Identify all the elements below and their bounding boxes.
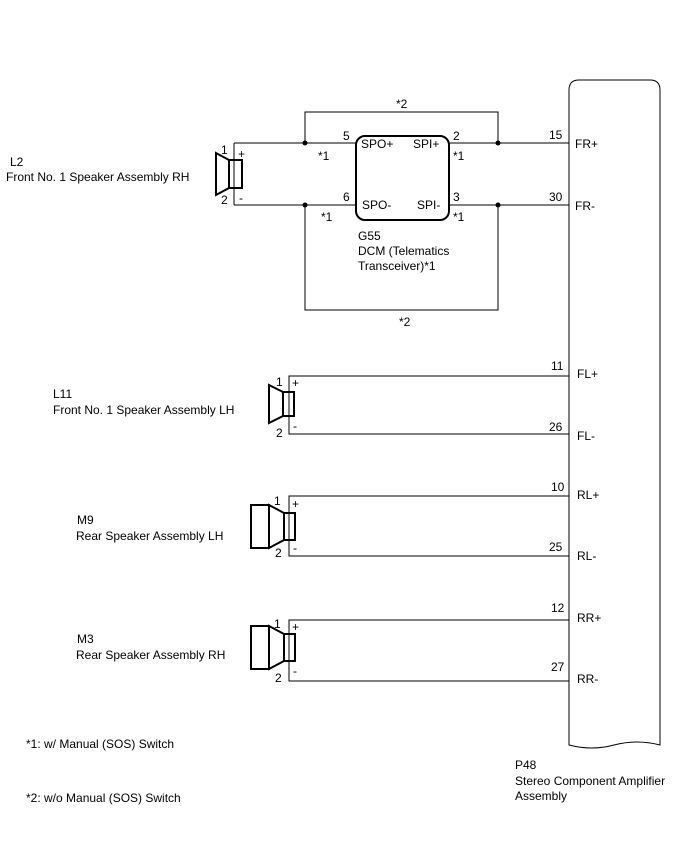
speaker-icon xyxy=(250,503,296,550)
speaker-code: L2 xyxy=(10,155,24,169)
wire-bypass-top xyxy=(304,111,499,143)
amp-signal: RR+ xyxy=(577,611,601,625)
polarity-mark: + xyxy=(292,620,299,634)
dcm-signal: SPO- xyxy=(362,198,391,212)
amp-signal: RL- xyxy=(577,549,596,563)
splice-dot xyxy=(495,140,501,146)
speaker-icon xyxy=(215,151,243,197)
speaker-icon xyxy=(250,624,296,671)
amp-pin: 30 xyxy=(549,190,563,204)
wire-m3 xyxy=(288,619,569,682)
dcm-name: Transceiver)*1 xyxy=(358,259,436,273)
speaker-name: Front No. 1 Speaker Assembly RH xyxy=(6,170,189,184)
polarity-mark: - xyxy=(239,191,243,205)
dcm-signal: SPI+ xyxy=(413,137,439,151)
amp-signal: RR- xyxy=(577,672,598,686)
polarity-mark: - xyxy=(293,664,297,678)
amp-signal: FR+ xyxy=(575,137,598,151)
dcm-pin: 5 xyxy=(343,129,350,143)
speaker-pin: 2 xyxy=(275,671,282,685)
polarity-mark: + xyxy=(292,497,299,511)
speaker-pin: 1 xyxy=(221,143,228,157)
polarity-mark: - xyxy=(293,541,297,555)
amp-pin: 26 xyxy=(549,420,563,434)
dcm-signal: SPO+ xyxy=(361,137,393,151)
speaker-name: Rear Speaker Assembly LH xyxy=(76,529,223,543)
note-mark: *2 xyxy=(399,315,411,329)
speaker-pin: 1 xyxy=(274,617,281,631)
amp-signal: RL+ xyxy=(577,488,599,502)
amp-pin: 11 xyxy=(551,359,564,373)
speaker-pin: 2 xyxy=(275,546,282,560)
note-mark: *1 xyxy=(453,149,465,163)
speaker-pin: 2 xyxy=(276,426,283,440)
polarity-mark: + xyxy=(292,376,299,390)
dcm-signal: SPI- xyxy=(417,198,440,212)
splice-dot xyxy=(495,202,501,208)
note-mark: *1 xyxy=(321,210,333,224)
dcm-code: G55 xyxy=(358,229,381,243)
note-mark: *1 xyxy=(318,149,330,163)
amplifier-body xyxy=(568,79,661,749)
dcm-pin: 3 xyxy=(453,190,460,204)
footnote: *2: w/o Manual (SOS) Switch xyxy=(26,791,181,805)
dcm-box xyxy=(355,135,450,221)
wire-bypass-bottom xyxy=(304,205,499,311)
wire-m9 xyxy=(288,495,569,557)
dcm-name: DCM (Telematics xyxy=(358,244,449,258)
amplifier-name: Stereo Component Amplifier xyxy=(515,774,665,788)
amp-pin: 10 xyxy=(551,480,565,494)
amp-signal: FL+ xyxy=(577,367,598,381)
speaker-icon xyxy=(268,383,295,425)
footnote: *1: w/ Manual (SOS) Switch xyxy=(26,737,174,751)
amplifier-name: Assembly xyxy=(515,789,567,803)
speaker-name: Rear Speaker Assembly RH xyxy=(76,648,225,662)
note-mark: *2 xyxy=(396,97,408,111)
amp-signal: FL- xyxy=(577,429,595,443)
speaker-code: M3 xyxy=(77,632,94,646)
wire-l11 xyxy=(288,375,569,435)
amp-pin: 12 xyxy=(551,601,565,615)
note-mark: *1 xyxy=(453,210,465,224)
amp-pin: 15 xyxy=(549,128,563,142)
speaker-code: L11 xyxy=(53,387,72,401)
speaker-code: M9 xyxy=(77,513,94,527)
dcm-pin: 6 xyxy=(343,190,350,204)
dcm-pin: 2 xyxy=(453,129,460,143)
amplifier-code: P48 xyxy=(515,758,537,772)
splice-dot xyxy=(302,140,308,146)
amp-pin: 25 xyxy=(549,540,563,554)
amp-pin: 27 xyxy=(551,660,565,674)
splice-dot xyxy=(302,202,308,208)
polarity-mark: - xyxy=(293,419,297,433)
speaker-pin: 1 xyxy=(276,375,283,389)
speaker-pin: 2 xyxy=(221,193,228,207)
speaker-name: Front No. 1 Speaker Assembly LH xyxy=(53,403,234,417)
speaker-pin: 1 xyxy=(274,494,281,508)
amp-signal: FR- xyxy=(575,199,595,213)
polarity-mark: + xyxy=(238,147,245,161)
